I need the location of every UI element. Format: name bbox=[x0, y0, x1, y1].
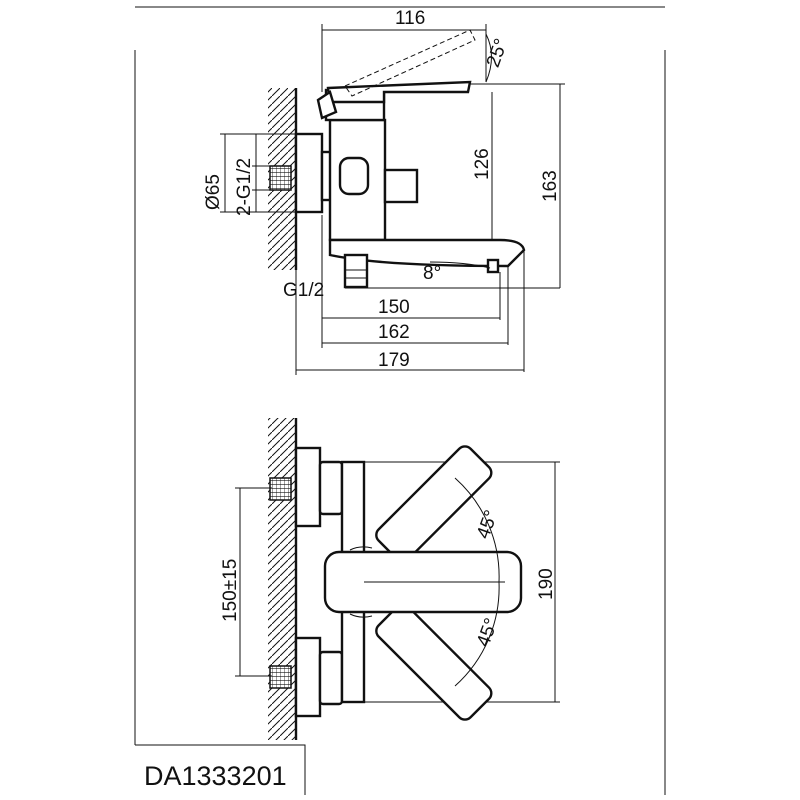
dim-spout-150: 150 bbox=[378, 297, 410, 318]
side-inlet-nut bbox=[294, 132, 324, 214]
dim-spout-162: 162 bbox=[378, 322, 410, 343]
dim-body-width: 190 bbox=[536, 568, 557, 600]
front-upper-nut bbox=[294, 446, 322, 528]
dim-rotation-upper: 45° bbox=[473, 508, 503, 542]
model-code: DA1333201 bbox=[144, 761, 287, 791]
front-view: 45° 45° 190 150±15 bbox=[220, 418, 560, 740]
side-outlet-nipple bbox=[343, 253, 369, 289]
sheet-frame bbox=[134, 6, 666, 795]
dim-total-height: 163 bbox=[540, 170, 561, 202]
side-body-stub bbox=[383, 168, 419, 204]
side-lever-raised bbox=[344, 29, 476, 97]
side-knurled-insert bbox=[269, 165, 292, 191]
dim-inlet-thread: 2-G1/2 bbox=[234, 158, 255, 216]
front-lower-nut bbox=[294, 636, 322, 718]
side-dimensions: 116 25° 126 163 Ø65 2-G1/2 8° G1/2 bbox=[203, 8, 565, 375]
dim-spout-angle: 8° bbox=[423, 263, 441, 284]
front-wall-hatch bbox=[268, 418, 296, 740]
front-lever-upper bbox=[375, 445, 493, 563]
side-view bbox=[268, 29, 526, 289]
dim-outlet-thread: G1/2 bbox=[283, 280, 324, 301]
dim-spout-height: 126 bbox=[472, 148, 493, 180]
front-lever-lower bbox=[375, 603, 493, 721]
side-diverter-knob bbox=[338, 156, 370, 196]
dim-centers: 150±15 bbox=[220, 559, 241, 622]
dim-depth-top: 116 bbox=[395, 8, 425, 29]
dim-diameter: Ø65 bbox=[203, 174, 224, 210]
front-lower-insert bbox=[269, 665, 292, 689]
dim-spout-179: 179 bbox=[378, 350, 410, 371]
dim-rotation-lower: 45° bbox=[473, 616, 503, 650]
front-upper-insert bbox=[269, 477, 292, 501]
dim-lever-angle: 25° bbox=[483, 36, 513, 70]
